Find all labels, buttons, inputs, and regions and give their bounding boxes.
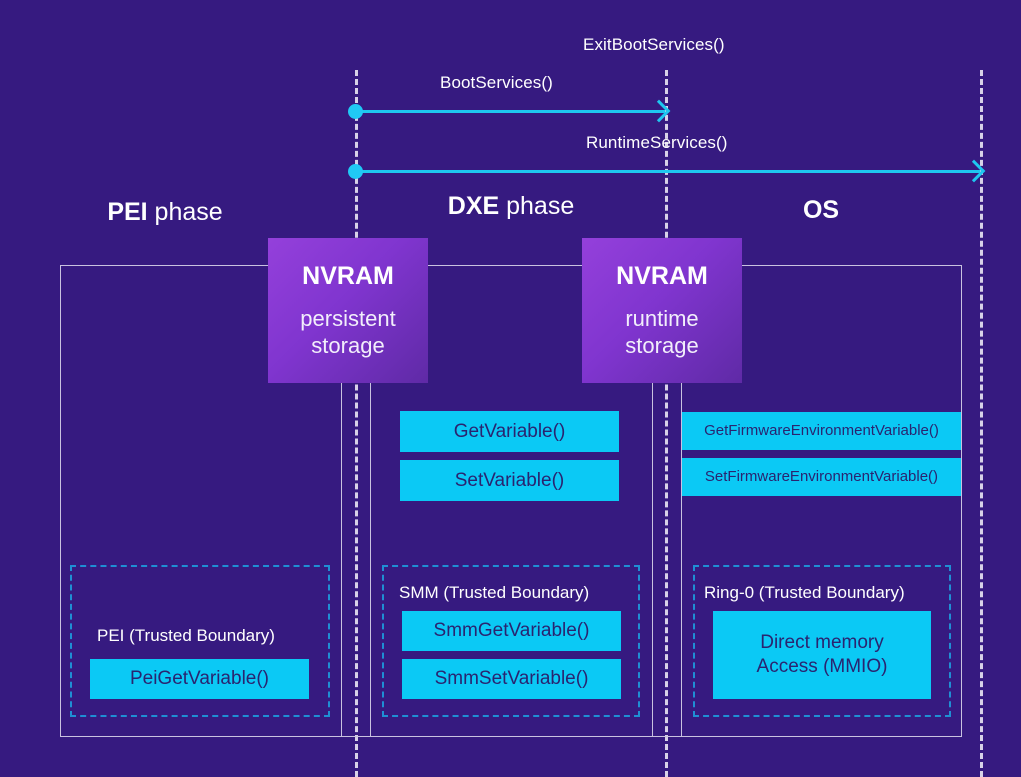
api-box-set-firmware-environment-variable[interactable]: SetFirmwareEnvironmentVariable() [682,458,961,496]
divider-os-right [980,70,983,777]
api-box-pei-get-variable[interactable]: PeiGetVariable() [90,659,309,699]
phase-label-os-bold: OS [802,196,840,224]
divider-dxe-os [665,70,668,777]
arrow-runtime-services-line [355,170,980,173]
divider-pei-dxe [355,70,358,777]
arrow-runtime-services [348,159,986,183]
main-frame [60,265,962,737]
phase-label-pei-bold: PEI [107,198,148,226]
api-box-get-variable[interactable]: GetVariable() [400,411,619,452]
api-box-smm-get-variable[interactable]: SmmGetVariable() [402,611,621,651]
api-box-smm-set-variable[interactable]: SmmSetVariable() [402,659,621,699]
phase-label-dxe: DXE phase [370,192,652,221]
arrow-boot-services [348,99,671,123]
column-separator-os-left [681,265,682,737]
nvram-persistent-title: NVRAM [302,262,394,291]
phase-label-pei-rest: phase [147,198,223,226]
api-box-direct-memory-access[interactable]: Direct memory Access (MMIO) [713,611,931,699]
phase-label-pei: PEI phase [0,198,330,227]
nvram-persistent-box: NVRAM persistent storage [268,238,428,383]
arrow-boot-services-line [355,110,665,113]
column-separator-dxe-right [652,265,653,737]
label-boot-services: BootServices() [440,73,553,92]
nvram-runtime-box: NVRAM runtime storage [582,238,742,383]
boundary-pei [70,565,330,717]
phase-label-os: OS [681,196,961,225]
boundary-smm [382,565,640,717]
label-exit-boot-services: ExitBootServices() [583,35,725,54]
label-runtime-services: RuntimeServices() [586,133,728,152]
phase-label-dxe-rest: phase [499,192,575,220]
arrow-runtime-services-start-dot [348,164,363,179]
nvram-persistent-line2: storage [311,332,385,358]
boundary-pei-label: PEI (Trusted Boundary) [97,626,275,645]
nvram-runtime-line1: runtime [625,305,699,331]
phase-label-dxe-bold: DXE [447,192,500,220]
boundary-smm-label: SMM (Trusted Boundary) [399,583,590,602]
api-box-set-variable[interactable]: SetVariable() [400,460,619,501]
boundary-ring0 [693,565,951,717]
column-separator-pei-right [341,265,342,737]
boundary-ring0-label: Ring-0 (Trusted Boundary) [704,583,905,602]
column-separator-dxe-left [370,265,371,737]
nvram-runtime-line2: storage [625,332,699,358]
arrow-boot-services-start-dot [348,104,363,119]
nvram-runtime-title: NVRAM [616,262,708,291]
nvram-persistent-line1: persistent [300,305,396,331]
api-box-get-firmware-environment-variable[interactable]: GetFirmwareEnvironmentVariable() [682,412,961,450]
